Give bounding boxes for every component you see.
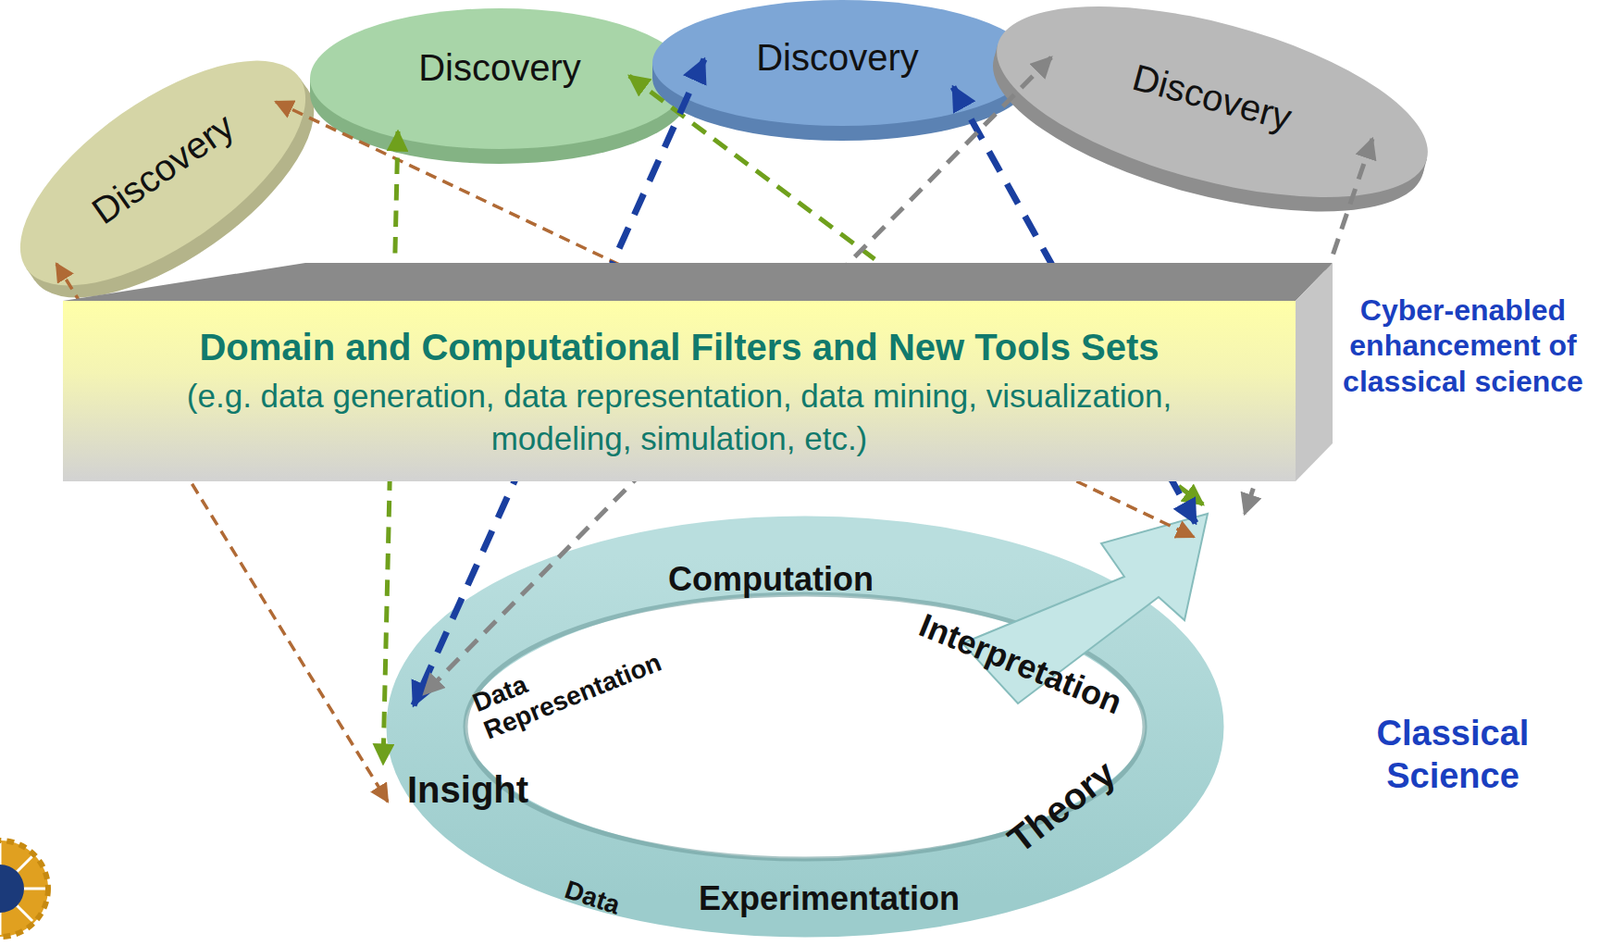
filter-toolset-box: Domain and Computational Filters and New… [62,300,1296,482]
discovery-label: Discovery [418,46,582,89]
dashed-arrow [413,59,705,706]
cycle-stage-label: Insight [407,768,529,811]
box-body: (e.g. data generation, data representati… [161,374,1198,459]
discovery-ellipse: Discovery [305,4,695,167]
dashed-arrow [629,75,1204,505]
dashed-arrow [1244,138,1373,514]
nsf-logo [0,786,84,946]
side-label: Cyber-enabled enhancement of classical s… [1337,292,1589,399]
box-heading: Domain and Computational Filters and New… [198,322,1159,372]
discovery-label: Discovery [756,36,919,79]
dashed-arrow [953,86,1196,523]
cycle-stage-label: Computation [668,559,874,598]
dashed-arrow [423,57,1052,695]
dashed-arrow [56,263,388,802]
discovery-ellipse: Discovery [980,9,1444,213]
cycle-stage-label: Experimentation [698,879,960,918]
discovery-ellipse: Discovery [647,0,1037,139]
dashed-arrow [383,131,398,764]
classical-science-cycle: ComputationInterpretationData Representa… [370,504,1259,946]
side-label: Classical Science [1341,712,1564,797]
dashed-arrow [275,101,1194,537]
